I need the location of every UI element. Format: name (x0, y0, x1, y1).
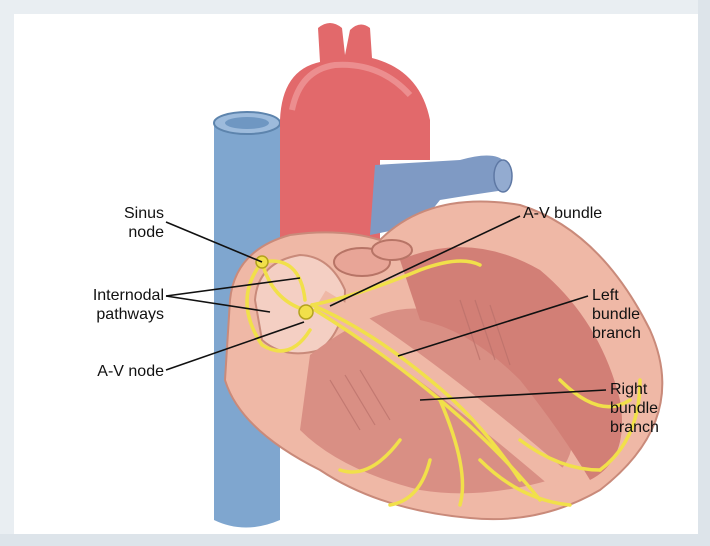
label-left-line3: branch (592, 324, 641, 343)
label-left-line1: Left (592, 286, 641, 305)
label-sinus-node-line1: Sinus (64, 204, 164, 223)
label-right-bundle-branch: Right bundle branch (610, 380, 659, 437)
label-left-line2: bundle (592, 305, 641, 324)
label-sinus-node: Sinus node (64, 204, 164, 242)
label-left-bundle-branch: Left bundle branch (592, 286, 641, 343)
label-right-line2: bundle (610, 399, 659, 418)
label-internodal-pathways: Internodal pathways (30, 286, 164, 324)
label-internodal-line2: pathways (30, 305, 164, 324)
label-av-node: A-V node (40, 362, 164, 381)
label-av-bundle: A-V bundle (523, 204, 602, 223)
label-right-line3: branch (610, 418, 659, 437)
label-internodal-line1: Internodal (30, 286, 164, 305)
av-node-marker (299, 305, 313, 319)
label-right-line1: Right (610, 380, 659, 399)
label-sinus-node-line2: node (64, 223, 164, 242)
